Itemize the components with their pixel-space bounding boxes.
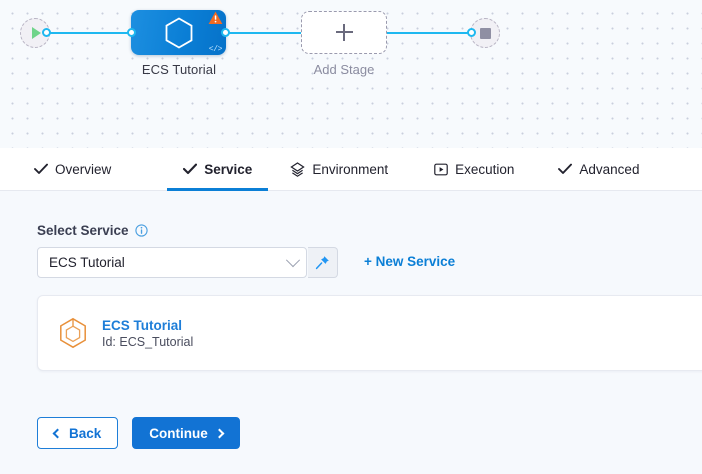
back-button[interactable]: Back — [37, 417, 119, 449]
pipeline-stage-node-ecs-tutorial[interactable]: </> — [131, 10, 226, 55]
continue-button-label: Continue — [149, 425, 208, 441]
continue-button[interactable]: Continue — [132, 417, 240, 449]
back-button-label: Back — [69, 425, 102, 441]
connector-dot-stage-out[interactable] — [221, 28, 230, 37]
stage-label: ECS Tutorial — [141, 62, 217, 77]
check-icon — [34, 163, 48, 175]
tab-overview-label: Overview — [55, 161, 112, 177]
chevron-left-icon — [52, 428, 63, 438]
service-select-input[interactable]: ECS Tutorial — [37, 247, 307, 278]
tab-execution-label: Execution — [455, 161, 515, 177]
check-icon — [558, 163, 573, 175]
connector-dot-stage-in[interactable] — [127, 28, 136, 37]
select-service-label: Select Service — [37, 223, 129, 238]
play-icon — [32, 27, 41, 39]
connector-dot-end[interactable] — [467, 28, 476, 37]
chevron-down-icon[interactable] — [285, 252, 301, 267]
tab-advanced-label: Advanced — [579, 161, 640, 177]
tab-environment-label: Environment — [312, 161, 389, 177]
check-icon — [183, 163, 198, 175]
stop-square-icon — [479, 27, 491, 39]
warning-triangle-icon[interactable] — [208, 11, 223, 25]
cube-hexagon-icon — [60, 317, 86, 349]
service-card-text: ECS Tutorial Id: ECS_Tutorial — [102, 318, 193, 349]
select-service-label-row: Select Service — [37, 223, 148, 238]
service-card-title[interactable]: ECS Tutorial — [102, 317, 183, 333]
pin-service-button[interactable] — [308, 247, 338, 278]
plus-icon — [335, 24, 353, 41]
tab-service-label: Service — [204, 161, 253, 177]
add-stage-label: Add Stage — [313, 62, 375, 77]
connector-dot-start[interactable] — [42, 28, 51, 37]
new-service-link[interactable]: + New Service — [364, 254, 456, 269]
tab-environment[interactable]: Environment — [274, 148, 404, 191]
wizard-footer-buttons: Back Continue — [37, 417, 240, 449]
pipeline-canvas[interactable]: </> ECS Tutorial Add Stage — [0, 0, 702, 148]
service-select-value: ECS Tutorial — [49, 255, 125, 270]
service-hexagon-icon — [165, 16, 192, 49]
code-badge-icon[interactable]: </> — [208, 45, 223, 54]
service-card[interactable]: ECS Tutorial Id: ECS_Tutorial — [37, 295, 702, 371]
connector-line-start-to-stage — [44, 32, 134, 34]
info-icon[interactable] — [134, 224, 148, 237]
tab-execution[interactable]: Execution — [418, 148, 530, 191]
connector-line-stage-to-add — [226, 32, 301, 34]
connector-line-add-to-end — [387, 32, 472, 34]
service-card-id: Id: ECS_Tutorial — [102, 334, 194, 349]
add-stage-button[interactable] — [301, 11, 387, 54]
layers-icon — [290, 161, 306, 177]
chevron-right-icon — [214, 428, 225, 438]
tab-advanced[interactable]: Advanced — [542, 148, 655, 191]
play-box-icon — [434, 163, 448, 176]
pin-icon — [315, 256, 329, 270]
tab-overview[interactable]: Overview — [18, 148, 127, 191]
stage-config-tabs: Overview Service Environment — [0, 148, 702, 191]
tab-service[interactable]: Service — [167, 148, 269, 191]
